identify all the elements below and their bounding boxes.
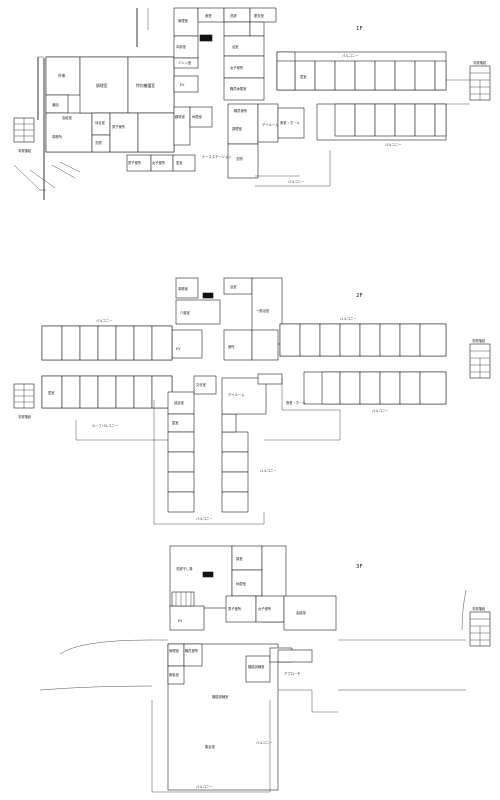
balcony-1f-top: バルコニー [342,54,358,58]
room-bunka: 文化室 [196,382,207,387]
stair-2f-left [13,383,35,409]
wing-2f-left-upper [41,325,173,361]
room-kitchen: 調理室 [96,83,108,88]
room-dayroom-2f: デイルーム [228,392,245,397]
wing-1f-lower [334,103,447,137]
room-wc-staff-1f: 職員便所 [234,108,248,113]
room-gairai: 外来 [58,73,66,78]
floor-label-1f: 1F [356,26,363,32]
balcony-2f-right: バルコニー [340,317,356,321]
wing-1f-upper [276,60,447,91]
room-kyojitsu-2f-c: 居室 [172,420,179,425]
room-kokai-3f: 機能訓練室 [248,664,265,669]
room-genkan2: 玄関 [236,156,243,161]
room-wc-m2: 男子便所 [128,160,142,165]
floor-3f: 3F 洗濯干し場 講堂 休憩室 男子便所 女子便所 会議室 EV 管理室 職員便… [39,545,491,793]
wing-2f-right-lower [321,371,447,405]
stair-2f-right [469,343,491,379]
room-tsuwa: 通話 [52,102,59,107]
room-wc-m-1f: 男子便所 [112,124,126,129]
room-ev-3f: EV [178,619,183,623]
floor-2f: 2F 事務室 浴室 一般浴室 介護室 EV 便所 バルコニー [13,277,491,525]
room-kyojitsu2-3f: 集会室 [205,744,216,749]
room-kyukei: 休憩室 [236,581,247,586]
room-ev-1f: EV [180,83,185,87]
room-dayroom-1f: デイルーム [262,122,279,127]
room-ichiyoku: 一般浴室 [256,308,270,313]
room-kinou-3f: 機能訓練室 [212,694,229,699]
room-kyokai: 休憩室 [192,114,203,119]
room-honbu: 本部室 [176,44,187,49]
room-chorishitsu: 調理室 [232,126,243,131]
stair-1f-right: 非常階段 [473,60,487,65]
room-kyojitsu-1f: 居室 [300,74,307,79]
stair-3f-center [171,591,195,607]
balcony-1f-south: バルコニー [288,180,304,184]
room-wc-f-1f: 女子便所 [230,65,244,70]
room-tokubetsu: 特別養護室 [136,83,155,88]
room-shokudo-2f: 食堂・ホール [286,400,306,405]
room-kaigi-3f: 会議室 [296,610,307,615]
room-wc-staff-3f: 職員便所 [185,648,199,653]
balcony-2f-right-bottom: バルコニー [372,409,388,413]
room-ev-2f: EV [176,347,181,351]
room-kaigo-2f: 介護室 [180,310,191,315]
room-kyojitsu-2f-l: 居室 [48,390,55,395]
room-yokushitsu: 浴室 [232,44,239,49]
room-sensui: 洗濯 [230,13,237,18]
room-koudou: 講堂 [236,556,243,561]
room-machiai: 待合室 [95,120,106,125]
room-jimusho: 事務所 [52,134,63,139]
room-shitsu: 洗濯干し場 [176,566,193,571]
room-kanri: 管理室 [178,18,189,23]
room-shokudo2: 食堂・ホール [280,120,300,125]
balcony-2f-left: バルコニー [96,319,112,323]
balcony-3f-south: バルコニー [196,785,212,789]
wing-2f-right-upper [279,323,447,357]
room-kaigi: 会議室 [62,115,73,120]
room-wc-f-3f: 女子便所 [258,606,272,611]
room-kyojitsu-1f-b: 居室 [176,160,183,165]
stair-1f-left [13,117,35,143]
balcony-1f-bottom: バルコニー [385,143,401,147]
room-kenkoku: 脱衣室 [254,13,265,18]
room-genkan: 玄関 [95,140,102,145]
floor-label-2f: 2F [356,293,363,299]
room-yoku-2f: 浴室 [230,284,237,289]
room-roof2-3f: アプローチ [284,671,300,676]
room-jimu-2f: 事務室 [178,286,189,291]
label-hijo-2f: 非常階段 [18,414,32,419]
room-wc-f2: 女子便所 [152,160,166,165]
room-ryou-3f: 療養室 [169,672,180,677]
balcony-2f-east: バルコニー [260,469,276,473]
label-hijo-3f-right: 非常階段 [472,606,486,611]
room-shumi: 趣味室 [175,114,186,119]
wing-2f-left-lower [41,375,173,409]
label-hijo-1f: 非常階段 [18,148,32,153]
room-nurse: ナースステーション [202,154,232,159]
balcony-3f-east: バルコニー [256,741,272,745]
room-kanri-3f: 管理室 [169,648,180,653]
room-wc-2f: 便所 [228,344,235,349]
floor-label-3f: 3F [356,564,363,570]
room-staff-1f: 職員休憩室 [230,86,247,91]
balcony-2f-south: バルコニー [196,517,212,521]
floor-1f: 1F 外来 通話 会議室 事務所 調理室 特別養護室 待合室 玄関 男子便所 管… [13,7,491,200]
room-shokudo: 食堂 [205,13,212,18]
room-roof-2f: ルーフバルコニー [92,423,118,428]
room-mishin: ミシン室 [178,60,192,65]
room-koten: 談話室 [174,400,185,405]
room-wc-m-3f: 男子便所 [228,606,242,611]
label-hijo-2f-right: 非常階段 [472,338,486,343]
stair-3f-right [469,611,491,647]
